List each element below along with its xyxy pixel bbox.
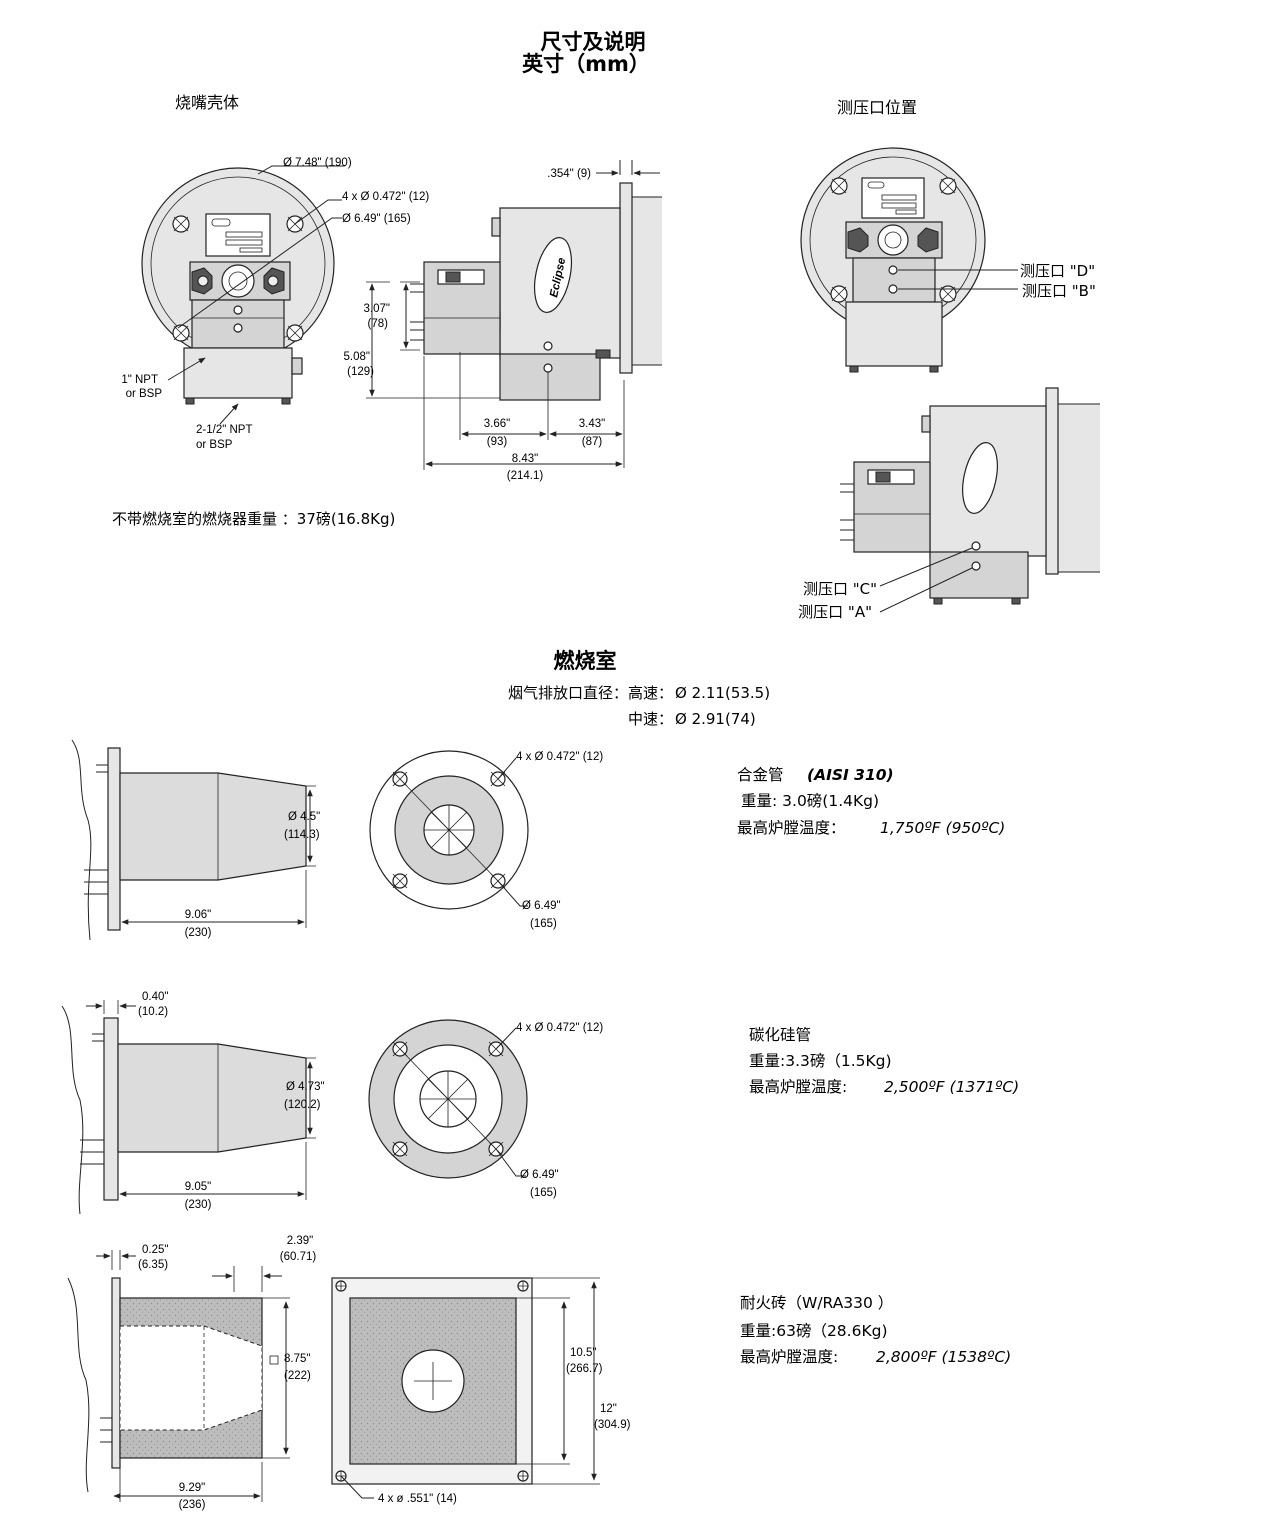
housing-front-view: 烧嘴壳体	[121, 93, 429, 451]
housing-caption: 烧嘴壳体	[175, 93, 239, 112]
gas-inlet-fitting	[221, 264, 255, 298]
dim-outer-diameter: Ø 7.48" (190)	[283, 157, 352, 169]
dim-width-total: 8.43"	[512, 453, 538, 465]
brick-name: 耐火砖（W/RA330 ）	[740, 1294, 893, 1312]
sic-dia-mm: (120.2)	[284, 1099, 321, 1111]
brick-temp-label: 最高炉膛温度:	[740, 1348, 838, 1366]
dim-height-1: 3.07"	[364, 303, 390, 315]
brick-square: 8.75"	[284, 1353, 310, 1365]
page-title-line2: 英寸（mm）	[522, 52, 650, 76]
dim-flange-thickness: .354" (9)	[547, 168, 591, 180]
brick-top-mm: (60.71)	[280, 1251, 317, 1263]
pressure-taps-side	[840, 387, 1100, 613]
dim-bolt-circle: Ø 6.49" (165)	[342, 213, 411, 225]
brick-bolt-holes: 4 x ø .551" (14)	[378, 1493, 457, 1505]
alloy-length: 9.06"	[185, 909, 211, 921]
brick-weight: 重量:63磅（28.6Kg)	[740, 1322, 888, 1340]
dim-bolt-holes: 4 x Ø 0.472" (12)	[342, 191, 429, 203]
alloy-tube-side: Ø 4.5" (114.3) 9.06" (230)	[71, 739, 320, 941]
brick-side: 0.25" (6.35) 2.39" (60.71) 8.75" (222) 9…	[67, 1235, 317, 1511]
tap-b-label: 测压口 "B"	[1022, 282, 1096, 300]
brick-outer: 12"	[600, 1403, 617, 1415]
housing-side-view: Eclipse .354" (9) 3.07" (78) 5.08" (129)…	[344, 160, 662, 482]
brick-flange: 0.25"	[142, 1244, 168, 1256]
dim-height-1-mm: (78)	[368, 318, 389, 330]
brick-flange-mm: (6.35)	[138, 1259, 168, 1271]
brick-temp-value: 2,800ºF (1538ºC)	[876, 1348, 1011, 1366]
brick-front: 10.5" (266.7) 12" (304.9) 4 x ø .551" (1…	[331, 1277, 631, 1505]
dim-height-2: 5.08"	[344, 351, 370, 363]
taps-caption: 测压口位置	[837, 98, 917, 117]
sic-length: 9.05"	[185, 1181, 211, 1193]
brick-inner: 10.5"	[570, 1347, 596, 1359]
dim-npt-2half: 2-1/2" NPT	[196, 424, 253, 436]
sic-length-mm: (230)	[185, 1199, 212, 1211]
dim-width-total-mm: (214.1)	[507, 470, 544, 482]
chamber-title: 燃烧室	[554, 649, 617, 673]
alloy-bolt-holes: 4 x Ø 0.472" (12)	[516, 751, 603, 763]
sic-bolt-holes: 4 x Ø 0.472" (12)	[516, 1022, 603, 1034]
brick-square-mm: (222)	[284, 1370, 311, 1382]
sic-name: 碳化硅管	[749, 1026, 811, 1044]
dim-width-2-mm: (87)	[582, 436, 603, 448]
sic-weight: 重量:3.3磅（1.5Kg)	[749, 1052, 892, 1070]
sic-flange: 0.40"	[142, 991, 168, 1003]
burner-weight-note: 不带燃烧室的燃烧器重量 ：37磅(16.8Kg)	[112, 510, 395, 528]
alloy-name-en: (AISI 310)	[807, 766, 894, 784]
tap-a-label: 测压口 "A"	[798, 603, 872, 621]
dim-width-2: 3.43"	[579, 418, 605, 430]
dim-height-2-mm: (129)	[347, 366, 374, 378]
tap-c-label: 测压口 "C"	[803, 580, 877, 598]
exhaust-mid-label: 中速：	[628, 710, 673, 728]
exhaust-label: 烟气排放口直径：高速：	[508, 684, 673, 702]
alloy-bolt-circle-mm: (165)	[530, 918, 557, 930]
sic-temp-value: 2,500ºF (1371ºC)	[884, 1078, 1019, 1096]
sic-tube-side: 0.40" (10.2) Ø 4.73" (120.2) 9.05" (230)	[61, 991, 325, 1215]
sic-bolt-circle: Ø 6.49"	[520, 1169, 559, 1181]
exhaust-high: Ø 2.11(53.5)	[675, 684, 770, 702]
brick-inner-mm: (266.7)	[566, 1363, 603, 1375]
alloy-temp-label: 最高炉膛温度：	[737, 819, 846, 837]
brick-length: 9.29"	[179, 1482, 205, 1494]
sic-bolt-circle-mm: (165)	[530, 1187, 557, 1199]
brick-top: 2.39"	[287, 1235, 313, 1247]
alloy-name: 合金管	[737, 766, 784, 784]
alloy-temp-value: 1,750ºF (950ºC)	[880, 819, 1005, 837]
exhaust-mid: Ø 2.91(74)	[675, 710, 756, 728]
alloy-dia-mm: (114.3)	[284, 829, 320, 841]
bolt-holes	[172, 215, 304, 342]
sic-temp-label: 最高炉膛温度:	[749, 1078, 847, 1096]
dim-npt-2half-alt: or BSP	[196, 439, 233, 451]
sic-tube-front: 4 x Ø 0.472" (12) Ø 6.49" (165)	[368, 1019, 603, 1199]
nameplate	[205, 213, 271, 257]
dim-width-1: 3.66"	[484, 418, 510, 430]
dim-npt-1in-alt: or BSP	[126, 388, 163, 400]
sic-dia: Ø 4.73"	[286, 1081, 325, 1093]
alloy-tube-front: 4 x Ø 0.472" (12) Ø 6.49" (165)	[369, 750, 603, 930]
dim-width-1-mm: (93)	[487, 436, 508, 448]
alloy-dia: Ø 4.5"	[288, 811, 320, 823]
brick-outer-mm: (304.9)	[594, 1419, 631, 1431]
dim-npt-1in: 1" NPT	[121, 374, 158, 386]
alloy-length-mm: (230)	[185, 927, 212, 939]
alloy-spec: 合金管 (AISI 310) 重量: 3.0磅(1.4Kg) 最高炉膛温度： 1…	[737, 766, 1005, 837]
brick-spec: 耐火砖（W/RA330 ） 重量:63磅（28.6Kg) 最高炉膛温度: 2,8…	[740, 1294, 1011, 1366]
page-title-line1: 尺寸及说明	[541, 30, 646, 54]
alloy-weight: 重量: 3.0磅(1.4Kg)	[741, 792, 879, 810]
sic-spec: 碳化硅管 重量:3.3磅（1.5Kg) 最高炉膛温度: 2,500ºF (137…	[749, 1026, 1019, 1096]
sic-flange-mm: (10.2)	[138, 1006, 168, 1018]
alloy-bolt-circle: Ø 6.49"	[522, 900, 561, 912]
brick-length-mm: (236)	[179, 1499, 206, 1511]
tap-d-label: 测压口 "D"	[1020, 262, 1095, 280]
pressure-taps-front: 测压口位置	[800, 98, 1018, 373]
